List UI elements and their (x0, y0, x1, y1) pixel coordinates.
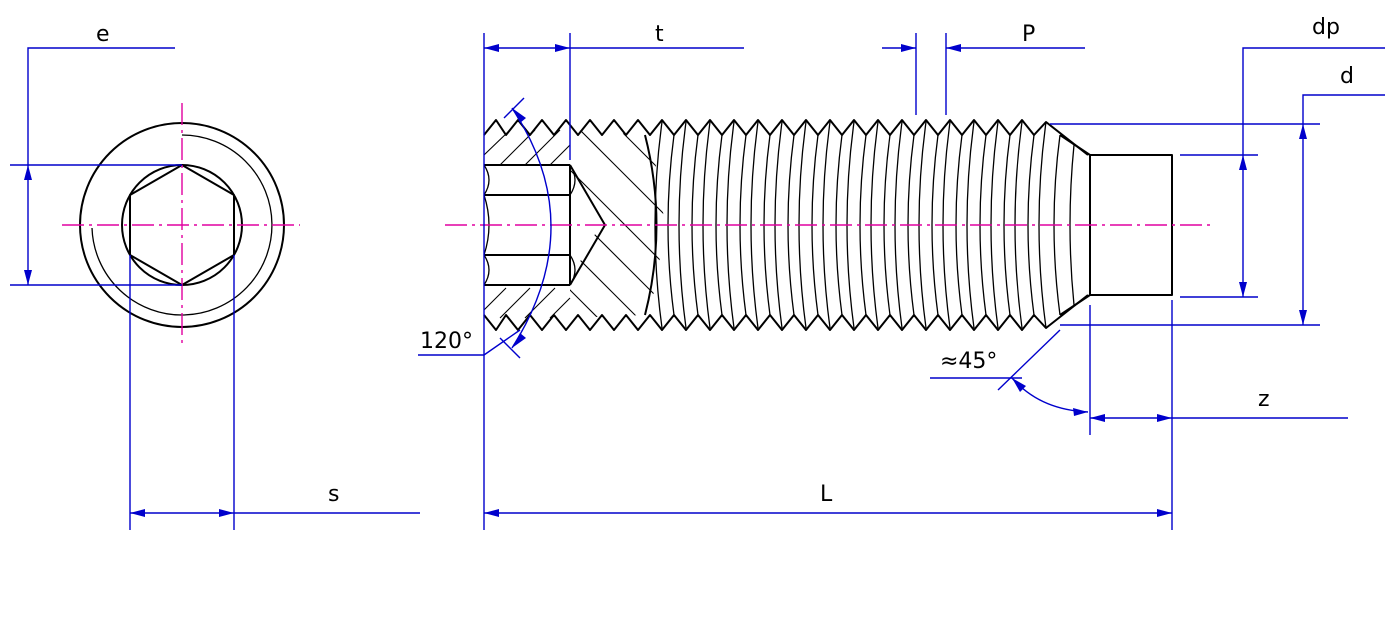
dimension-dp: dp (1180, 15, 1385, 298)
section-hatch-top (483, 129, 571, 319)
dimension-L: L (484, 482, 1172, 517)
label-120-degrees: 120° (420, 329, 473, 354)
thread-root-arc (91, 134, 273, 316)
dimension-chamfer-angle: ≈45° (930, 329, 1089, 416)
end-view: e s (10, 22, 420, 530)
label-d: d (1340, 64, 1354, 89)
label-P: P (1022, 22, 1035, 47)
dimension-z: z (1089, 300, 1348, 530)
dimension-t: t (483, 22, 744, 530)
label-z: z (1258, 387, 1270, 412)
side-view: t P dp d (418, 15, 1385, 530)
label-e: e (96, 22, 110, 47)
label-dp: dp (1312, 15, 1340, 40)
label-L: L (820, 482, 833, 507)
section-hatch (570, 130, 665, 318)
dimension-d: d (1050, 64, 1385, 326)
label-t: t (655, 22, 664, 47)
label-s: s (328, 482, 339, 507)
dimension-drill-angle: 120° (418, 97, 552, 359)
dimension-e: e (10, 22, 182, 286)
dimension-pitch: P (882, 22, 1085, 115)
dimension-s: s (129, 255, 420, 530)
label-45-degrees: ≈45° (940, 349, 997, 374)
